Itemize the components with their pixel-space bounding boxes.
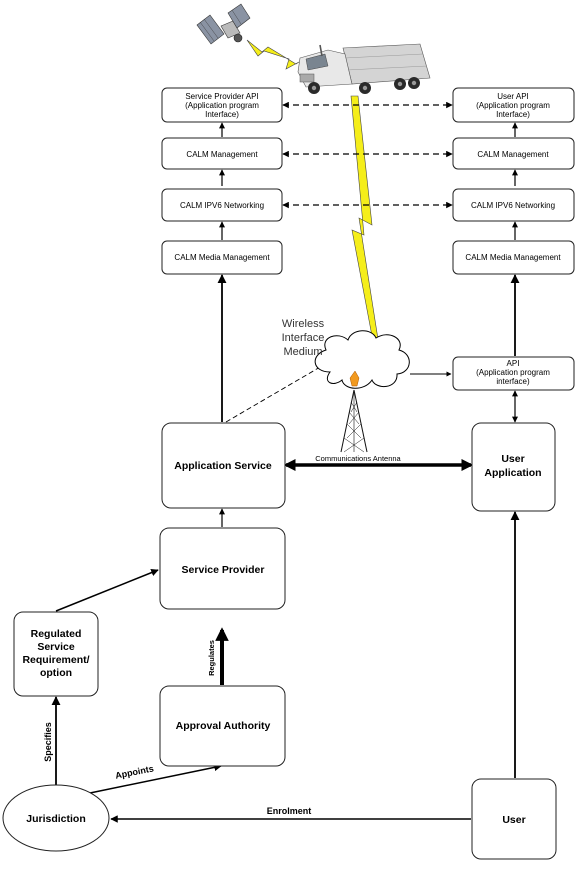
- user-application-box: User Application: [471, 422, 556, 512]
- jurisdiction-ellipse: Jurisdiction: [2, 784, 110, 852]
- wireless-interface-label: Interface: [282, 332, 325, 344]
- truck-icon: [297, 43, 431, 94]
- calm-media-left-box: CALM Media Management: [161, 240, 283, 275]
- svg-text:Application: Application: [484, 467, 541, 479]
- svg-text:CALM Management: CALM Management: [186, 150, 258, 159]
- service-provider-api-box: Service Provider API (Application progra…: [161, 87, 283, 123]
- lightning-bolt-icon: [350, 95, 381, 353]
- regulated-service-box: Regulated Service Requirement/ option: [13, 611, 99, 697]
- satellite-icon: [196, 3, 251, 45]
- calm-ipv6-right-box: CALM IPV6 Networking: [452, 188, 575, 222]
- application-service-box: Application Service: [161, 422, 286, 509]
- svg-text:User: User: [502, 814, 525, 826]
- enrolment-label: Enrolment: [267, 806, 312, 816]
- antenna-tower-icon: [340, 370, 368, 453]
- svg-text:(Application program: (Application program: [476, 101, 550, 110]
- svg-text:CALM Management: CALM Management: [477, 150, 549, 159]
- svg-text:CALM Media Management: CALM Media Management: [465, 253, 561, 262]
- approval-authority-box: Approval Authority: [159, 685, 286, 767]
- svg-text:Service: Service: [37, 641, 75, 653]
- calm-ipv6-left-box: CALM IPV6 Networking: [161, 188, 283, 222]
- user-api-box: User API (Application program Interface): [452, 87, 575, 123]
- wireless-interface-label: Wireless: [282, 318, 325, 330]
- svg-text:API: API: [507, 359, 520, 368]
- svg-text:User API: User API: [497, 92, 529, 101]
- svg-text:Requirement/: Requirement/: [22, 654, 89, 666]
- user-box: User: [471, 778, 557, 860]
- svg-text:Approval Authority: Approval Authority: [176, 720, 271, 732]
- svg-text:CALM IPV6 Networking: CALM IPV6 Networking: [471, 201, 555, 210]
- calm-management-right-box: CALM Management: [452, 137, 575, 170]
- svg-text:option: option: [40, 667, 72, 679]
- regulates-label: Regulates: [207, 640, 216, 676]
- lightning-bolt-icon: [246, 39, 300, 70]
- appoints-label: Appoints: [114, 763, 154, 780]
- calm-media-right-box: CALM Media Management: [452, 240, 575, 275]
- svg-text:User: User: [501, 453, 524, 465]
- svg-text:(Application program: (Application program: [185, 101, 259, 110]
- wireless-interface-label: Medium: [283, 346, 322, 358]
- api-box: API (Application program interface): [452, 356, 575, 391]
- svg-text:(Application program: (Application program: [476, 368, 550, 377]
- svg-text:Interface): Interface): [496, 110, 530, 119]
- svg-text:Regulated: Regulated: [31, 628, 82, 640]
- calm-management-left-box: CALM Management: [161, 137, 283, 170]
- specifies-label: Specifies: [43, 722, 53, 762]
- svg-text:CALM Media Management: CALM Media Management: [174, 253, 270, 262]
- svg-text:Application Service: Application Service: [174, 460, 272, 472]
- svg-text:Service Provider API: Service Provider API: [185, 92, 258, 101]
- svg-text:CALM IPV6 Networking: CALM IPV6 Networking: [180, 201, 264, 210]
- svg-text:Service Provider: Service Provider: [182, 564, 265, 576]
- service-provider-box: Service Provider: [159, 527, 286, 610]
- svg-text:Interface): Interface): [205, 110, 239, 119]
- cloud-icon: [314, 330, 410, 389]
- svg-text:interface): interface): [496, 377, 530, 386]
- svg-text:Jurisdiction: Jurisdiction: [26, 813, 86, 825]
- communications-antenna-label: Communications Antenna: [315, 454, 401, 463]
